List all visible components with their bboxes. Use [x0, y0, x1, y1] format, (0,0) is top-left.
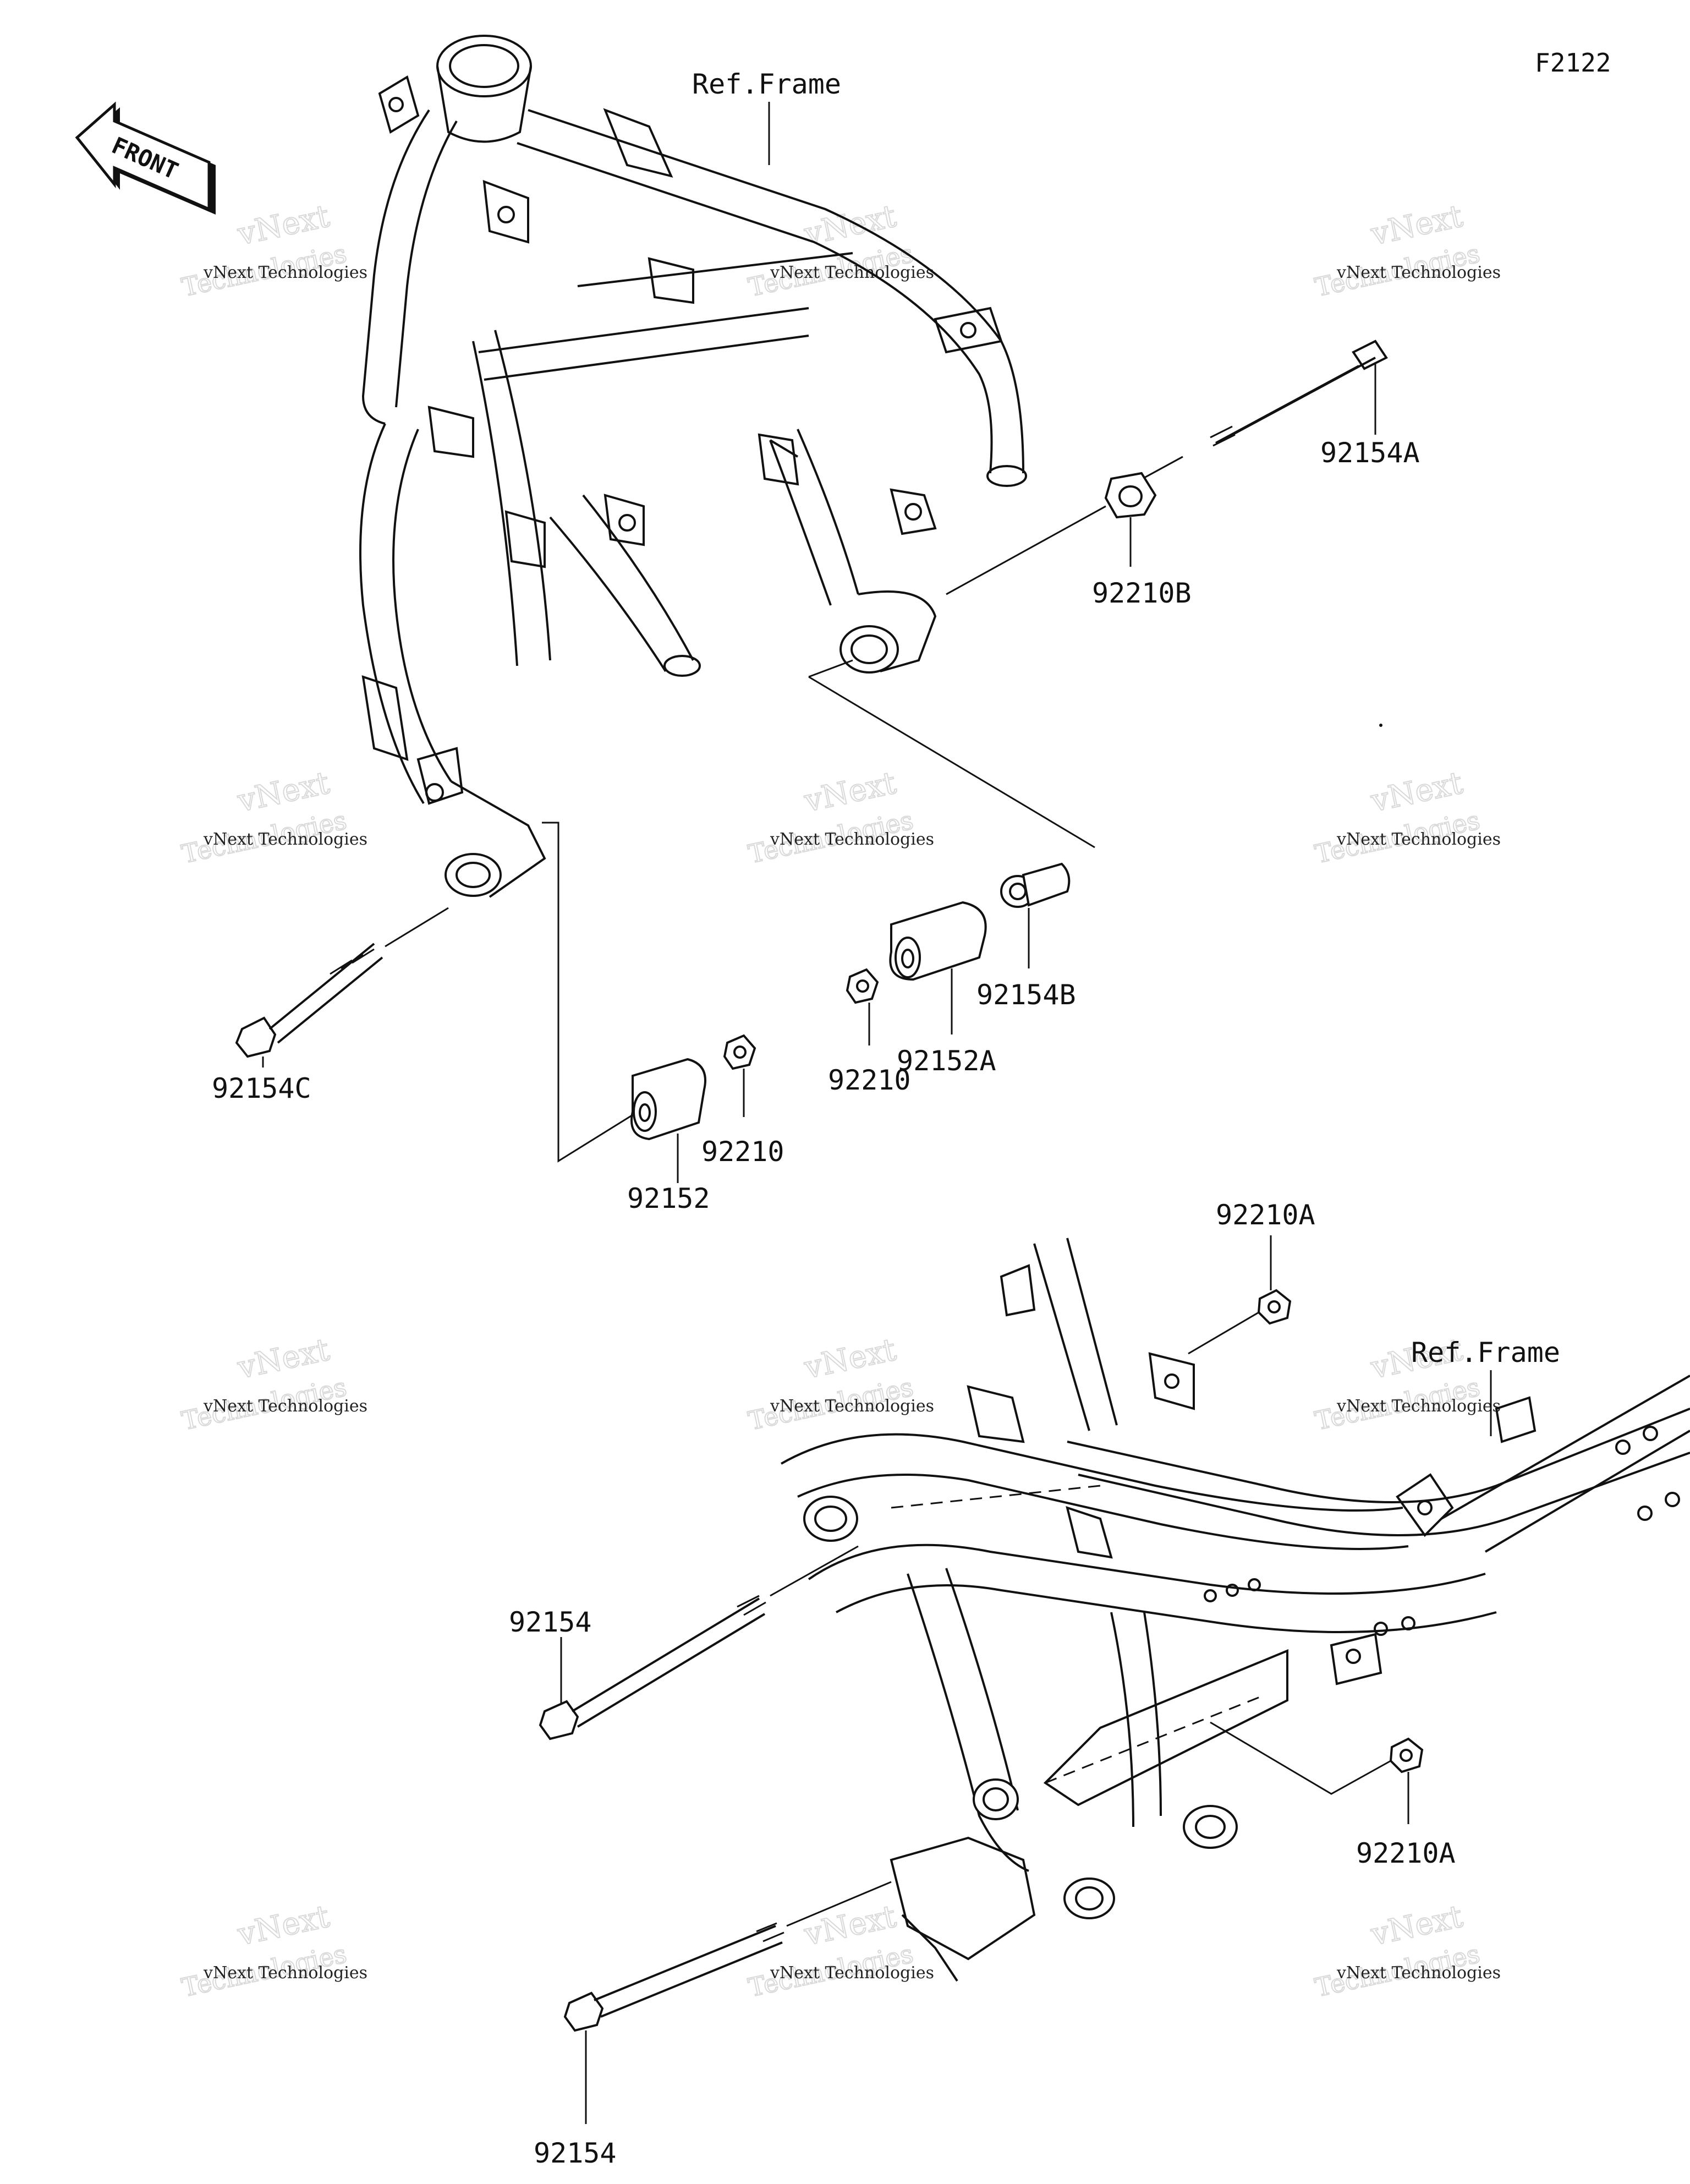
svg-text:vNext Technologies: vNext Technologies	[1336, 263, 1501, 282]
label-92154c: 92154C	[212, 1072, 311, 1104]
lower-frame-drawing	[781, 1238, 1690, 1982]
watermark: vNext Technologies vNext Technologies	[1312, 198, 1501, 303]
bolt-92154a	[1210, 340, 1388, 447]
lower-bottom-boss	[1063, 1878, 1115, 1919]
label-92210-low: 92210	[701, 1136, 784, 1168]
watermark: vNext Technologies vNext Technologies	[745, 1898, 934, 2003]
svg-text:vNext Technologies: vNext Technologies	[1336, 1963, 1501, 1983]
watermark: vNext Technologies vNext Technologies	[1312, 1898, 1501, 2003]
label-92210b: 92210B	[1092, 577, 1192, 609]
svg-text:vNext Technologies: vNext Technologies	[203, 263, 367, 282]
ref-frame-label-top: Ref.Frame	[692, 68, 841, 100]
svg-text:vNext Technologies: vNext Technologies	[770, 1963, 934, 1983]
nut-92210-mid	[846, 968, 879, 1004]
bolt-92154-bottom	[563, 1922, 784, 2032]
stray-dot	[1379, 724, 1382, 727]
label-92210a-bottom: 92210A	[1356, 1837, 1456, 1869]
label-92152: 92152	[627, 1183, 710, 1214]
bolt-92154c	[235, 943, 383, 1058]
svg-text:vNext Technologies: vNext Technologies	[203, 1963, 367, 1983]
collar-bolt-92154b	[1000, 862, 1071, 908]
front-arrow-icon: FRONT	[75, 101, 216, 215]
label-92154a: 92154A	[1320, 437, 1420, 469]
label-92210a-top: 92210A	[1216, 1199, 1315, 1231]
lower-rear-boss	[1183, 1805, 1238, 1849]
svg-text:vNext Technologies: vNext Technologies	[203, 1397, 367, 1416]
svg-text:vNext Technologies: vNext Technologies	[770, 263, 934, 282]
lower-front-boss	[973, 1778, 1019, 1820]
watermark: vNext Technologies vNext Technologies	[179, 198, 367, 303]
svg-text:vNext Technologies: vNext Technologies	[1336, 1397, 1501, 1416]
label-92210-mid: 92210	[828, 1064, 911, 1096]
svg-text:vNext Technologies: vNext Technologies	[770, 830, 934, 849]
watermark: vNext Technologies vNext Technologies	[745, 764, 934, 869]
assembly-line-rear	[808, 659, 1095, 849]
assembly-line-92210b	[946, 505, 1106, 595]
assembly-line-92210a-top	[1188, 1311, 1259, 1355]
label-92154-mid: 92154	[509, 1606, 592, 1638]
bolt-92154-mid	[539, 1595, 766, 1740]
lower-head-pipe	[803, 1496, 858, 1542]
nut-92210a-bottom	[1389, 1737, 1424, 1774]
watermark: vNext Technologies vNext Technologies	[179, 1898, 367, 2003]
nut-92210-low	[723, 1034, 756, 1070]
ref-frame-label-bottom: Ref.Frame	[1411, 1337, 1560, 1369]
watermark: vNext Technologies vNext Technologies	[1312, 764, 1501, 869]
svg-text:vNext Technologies: vNext Technologies	[203, 830, 367, 849]
front-lower-mount-boss	[445, 853, 502, 897]
upper-frame-drawing	[359, 35, 1027, 898]
assembly-line-left	[542, 822, 639, 1163]
diagram-code: F2122	[1535, 48, 1611, 78]
watermark: vNext Technologies vNext Technologies	[179, 764, 367, 869]
label-92154b: 92154B	[976, 979, 1076, 1011]
label-92152a: 92152A	[897, 1045, 996, 1077]
nut-92210b	[1104, 472, 1157, 519]
assembly-line-92154c	[385, 907, 449, 948]
assembly-line-92210a-bottom	[1210, 1721, 1391, 1795]
watermark: vNext Technologies vNext Technologies	[179, 1331, 367, 1436]
rear-mount-boss	[839, 625, 899, 674]
assembly-line-92154-bottom	[786, 1881, 892, 1927]
svg-text:vNext Technologies: vNext Technologies	[770, 1397, 934, 1416]
watermark: vNext Technologies vNext Technologies	[745, 198, 934, 303]
spacer-92152	[630, 1058, 706, 1141]
label-92154-bottom: 92154	[534, 2137, 617, 2169]
svg-text:vNext Technologies: vNext Technologies	[1336, 830, 1501, 849]
spacer-92152a	[889, 901, 987, 981]
assembly-line-92154-mid	[770, 1545, 859, 1597]
nut-92210a-top	[1257, 1289, 1292, 1325]
